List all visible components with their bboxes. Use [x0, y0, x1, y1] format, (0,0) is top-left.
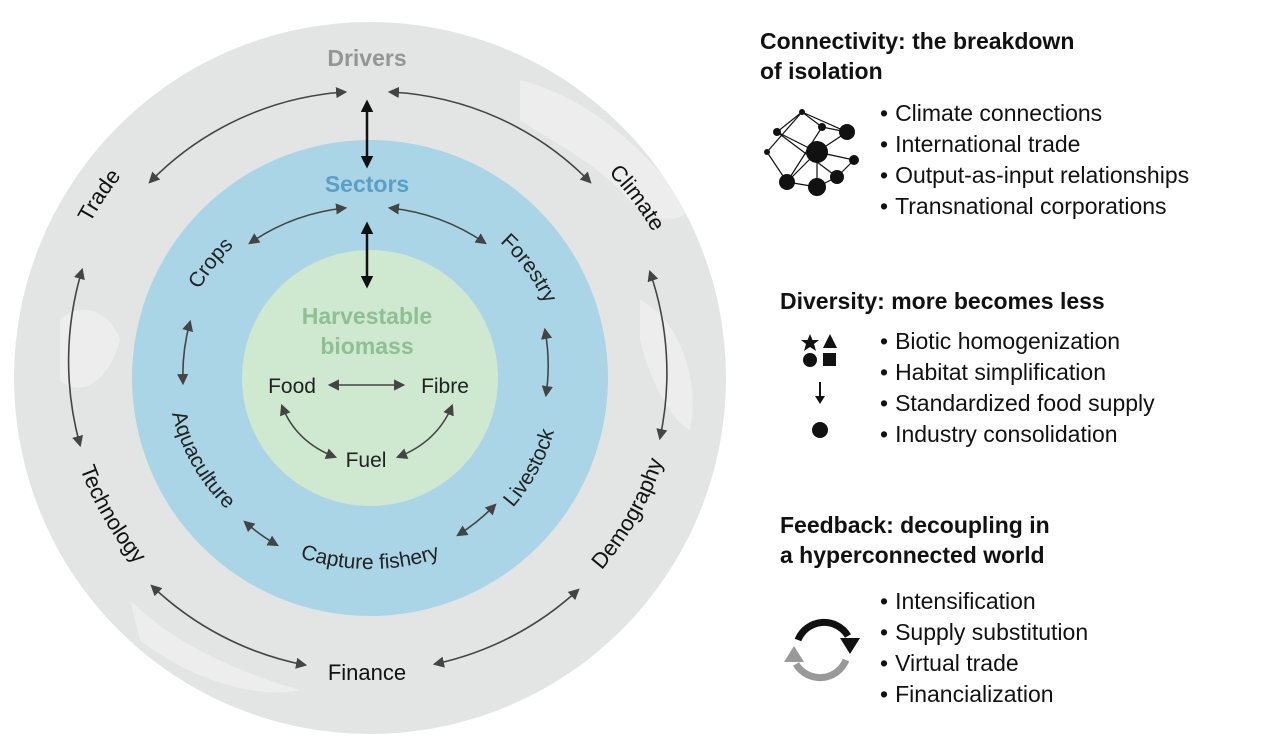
- connectivity-title-line2: of isolation: [760, 58, 883, 84]
- shapes-to-dot-icon: [801, 334, 837, 438]
- biomass-food-label: Food: [268, 375, 316, 398]
- biomass-fibre-label: Fibre: [421, 375, 469, 398]
- drivers-label: Drivers: [327, 45, 406, 71]
- nested-circles-diagram: Drivers Sectors Harvestable biomass Food…: [14, 22, 726, 734]
- list-item: Biotic homogenization: [880, 326, 1155, 357]
- diversity-title: Diversity: more becomes less: [780, 288, 1105, 314]
- list-item: Supply substitution: [880, 617, 1088, 648]
- list-item: International trade: [880, 129, 1189, 160]
- connectivity-title-line1: Connectivity: the breakdown: [760, 28, 1075, 54]
- biomass-fuel-label: Fuel: [346, 449, 387, 472]
- list-item: Transnational corporations: [880, 191, 1189, 222]
- biomass-connection-arrows: [280, 379, 454, 460]
- network-icon: [764, 109, 859, 196]
- diversity-panel: Diversity: more becomes less Biotic homo…: [780, 286, 1265, 447]
- harvestable-biomass-label-line2: biomass: [320, 333, 413, 359]
- diversity-list: Biotic homogenization Habitat simplifica…: [880, 326, 1155, 450]
- list-item: Industry consolidation: [880, 419, 1155, 450]
- list-item: Intensification: [880, 586, 1088, 617]
- list-item: Climate connections: [880, 98, 1189, 129]
- feedback-list: Intensification Supply substitution Virt…: [880, 586, 1088, 710]
- driver-connection-arrows: [67, 86, 668, 669]
- cycle-arrows-icon: [784, 618, 860, 682]
- list-item: Output-as-input relationships: [880, 160, 1189, 191]
- connectivity-list: Climate connections International trade …: [880, 98, 1189, 222]
- feedback-title-line1: Feedback: decoupling in: [780, 512, 1050, 538]
- list-item: Virtual trade: [880, 648, 1088, 679]
- driver-finance-label: Finance: [328, 660, 406, 685]
- sector-connection-arrows: [177, 203, 553, 547]
- feedback-title-line2: a hyperconnected world: [780, 542, 1045, 568]
- sectors-label: Sectors: [325, 171, 409, 197]
- feedback-panel: Feedback: decoupling in a hyperconnected…: [780, 510, 1265, 707]
- harvestable-biomass-label-line1: Harvestable: [302, 303, 432, 329]
- connectivity-panel: Connectivity: the breakdown of isolation…: [760, 26, 1260, 219]
- list-item: Habitat simplification: [880, 357, 1155, 388]
- list-item: Standardized food supply: [880, 388, 1155, 419]
- list-item: Financialization: [880, 679, 1088, 710]
